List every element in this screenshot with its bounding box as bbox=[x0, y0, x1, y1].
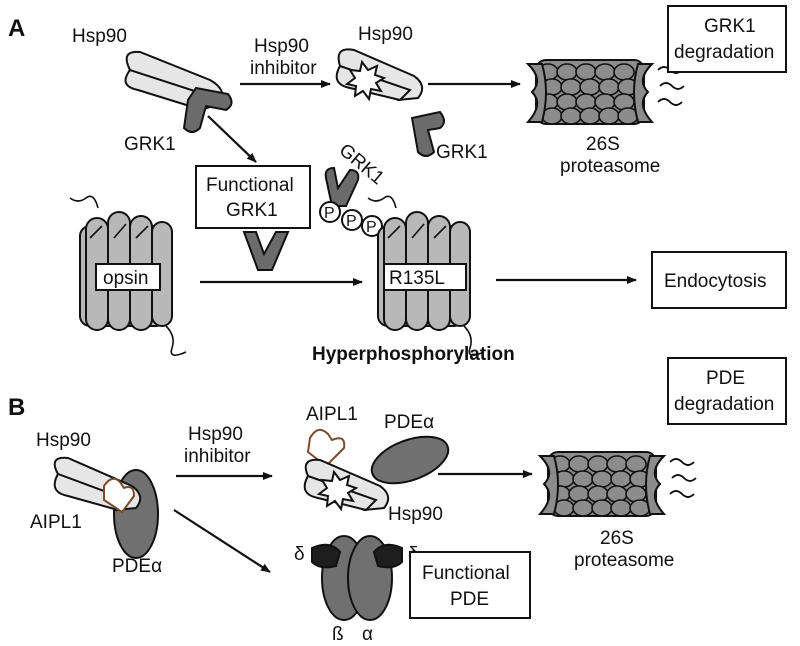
functional-pde-line2: PDE bbox=[450, 589, 489, 610]
phospho-p3: P bbox=[366, 219, 377, 236]
phospho-p1: P bbox=[324, 205, 335, 222]
inhibitor-label-line1: Hsp90 bbox=[254, 36, 309, 57]
pde-released bbox=[370, 435, 450, 485]
functional-pde-box bbox=[409, 551, 531, 619]
grk1-bound bbox=[324, 166, 360, 207]
pde-b-label: PDEα bbox=[112, 556, 162, 577]
hsp90-b-inhibited bbox=[303, 458, 390, 512]
proteasome-a bbox=[527, 59, 685, 125]
hsp90-b-center-label: Hsp90 bbox=[388, 504, 443, 525]
proteasome-b bbox=[539, 451, 697, 517]
hsp90-grk1-complex bbox=[124, 50, 233, 133]
functional-grk1-line1: Functional bbox=[206, 175, 294, 196]
inhibitor-star-b-icon bbox=[316, 469, 359, 512]
beta-label: ß bbox=[332, 624, 344, 645]
proteasome-a-label2: proteasome bbox=[560, 156, 660, 177]
hsp90-center-label: Hsp90 bbox=[358, 24, 413, 45]
hsp90-label: Hsp90 bbox=[72, 26, 127, 47]
hsp90-aipl1-pde-complex bbox=[53, 456, 159, 559]
phospho-groups: P P P bbox=[319, 201, 383, 237]
to-functional-arrow bbox=[207, 115, 257, 163]
endocytosis-box bbox=[651, 251, 787, 309]
proteasome-b-label2: proteasome bbox=[574, 550, 674, 571]
panel-b-letter: B bbox=[8, 394, 25, 421]
panel-a-letter: A bbox=[8, 15, 25, 42]
functional-grk1-box bbox=[195, 165, 311, 229]
grk1-degradation-line1: GRK1 bbox=[704, 16, 756, 37]
alpha-label: α bbox=[362, 624, 373, 645]
proteasome-a-label1: 26S bbox=[586, 134, 620, 155]
inhibitor-b-line2: inhibitor bbox=[184, 446, 251, 467]
hsp90-b-label: Hsp90 bbox=[36, 430, 91, 451]
grk1-degradation-line2: degradation bbox=[674, 42, 774, 63]
pde-degradation-line1: PDE bbox=[706, 368, 745, 389]
grk1-released-label: GRK1 bbox=[436, 142, 488, 163]
functional-pde-complex bbox=[311, 535, 403, 621]
opsin-label: opsin bbox=[103, 268, 148, 289]
opsin-box bbox=[95, 263, 161, 291]
inhibitor-label-line2: inhibitor bbox=[250, 58, 317, 79]
endocytosis-label: Endocytosis bbox=[664, 271, 766, 292]
aipl1-released bbox=[306, 428, 346, 468]
functional-grk1-line2: GRK1 bbox=[226, 200, 278, 221]
inhibitor-star-icon bbox=[344, 59, 387, 102]
r135l-box bbox=[383, 263, 467, 291]
pde-center-label: PDEα bbox=[384, 412, 434, 433]
grk1-released bbox=[410, 110, 445, 157]
pde-degradation-box bbox=[667, 357, 787, 425]
hsp90-inhibited bbox=[335, 48, 424, 102]
hyperphosphorylation-label: Hyperphosphorylation bbox=[312, 344, 515, 365]
inhibitor-b-line1: Hsp90 bbox=[188, 424, 243, 445]
r135l-label: R135L bbox=[389, 268, 445, 289]
aipl1-center-label: AIPL1 bbox=[306, 404, 358, 425]
aipl1-b-label: AIPL1 bbox=[30, 512, 82, 533]
grk1-functional-shape bbox=[242, 231, 290, 271]
delta-left-label: δ bbox=[294, 544, 305, 565]
grk1-degradation-box bbox=[667, 5, 787, 73]
proteasome-b-label1: 26S bbox=[600, 528, 634, 549]
pde-degradation-line2: degradation bbox=[674, 394, 774, 415]
grk1-label: GRK1 bbox=[124, 134, 176, 155]
phospho-p2: P bbox=[346, 213, 357, 230]
functional-pde-arrow bbox=[173, 509, 271, 573]
functional-pde-line1: Functional bbox=[422, 563, 510, 584]
